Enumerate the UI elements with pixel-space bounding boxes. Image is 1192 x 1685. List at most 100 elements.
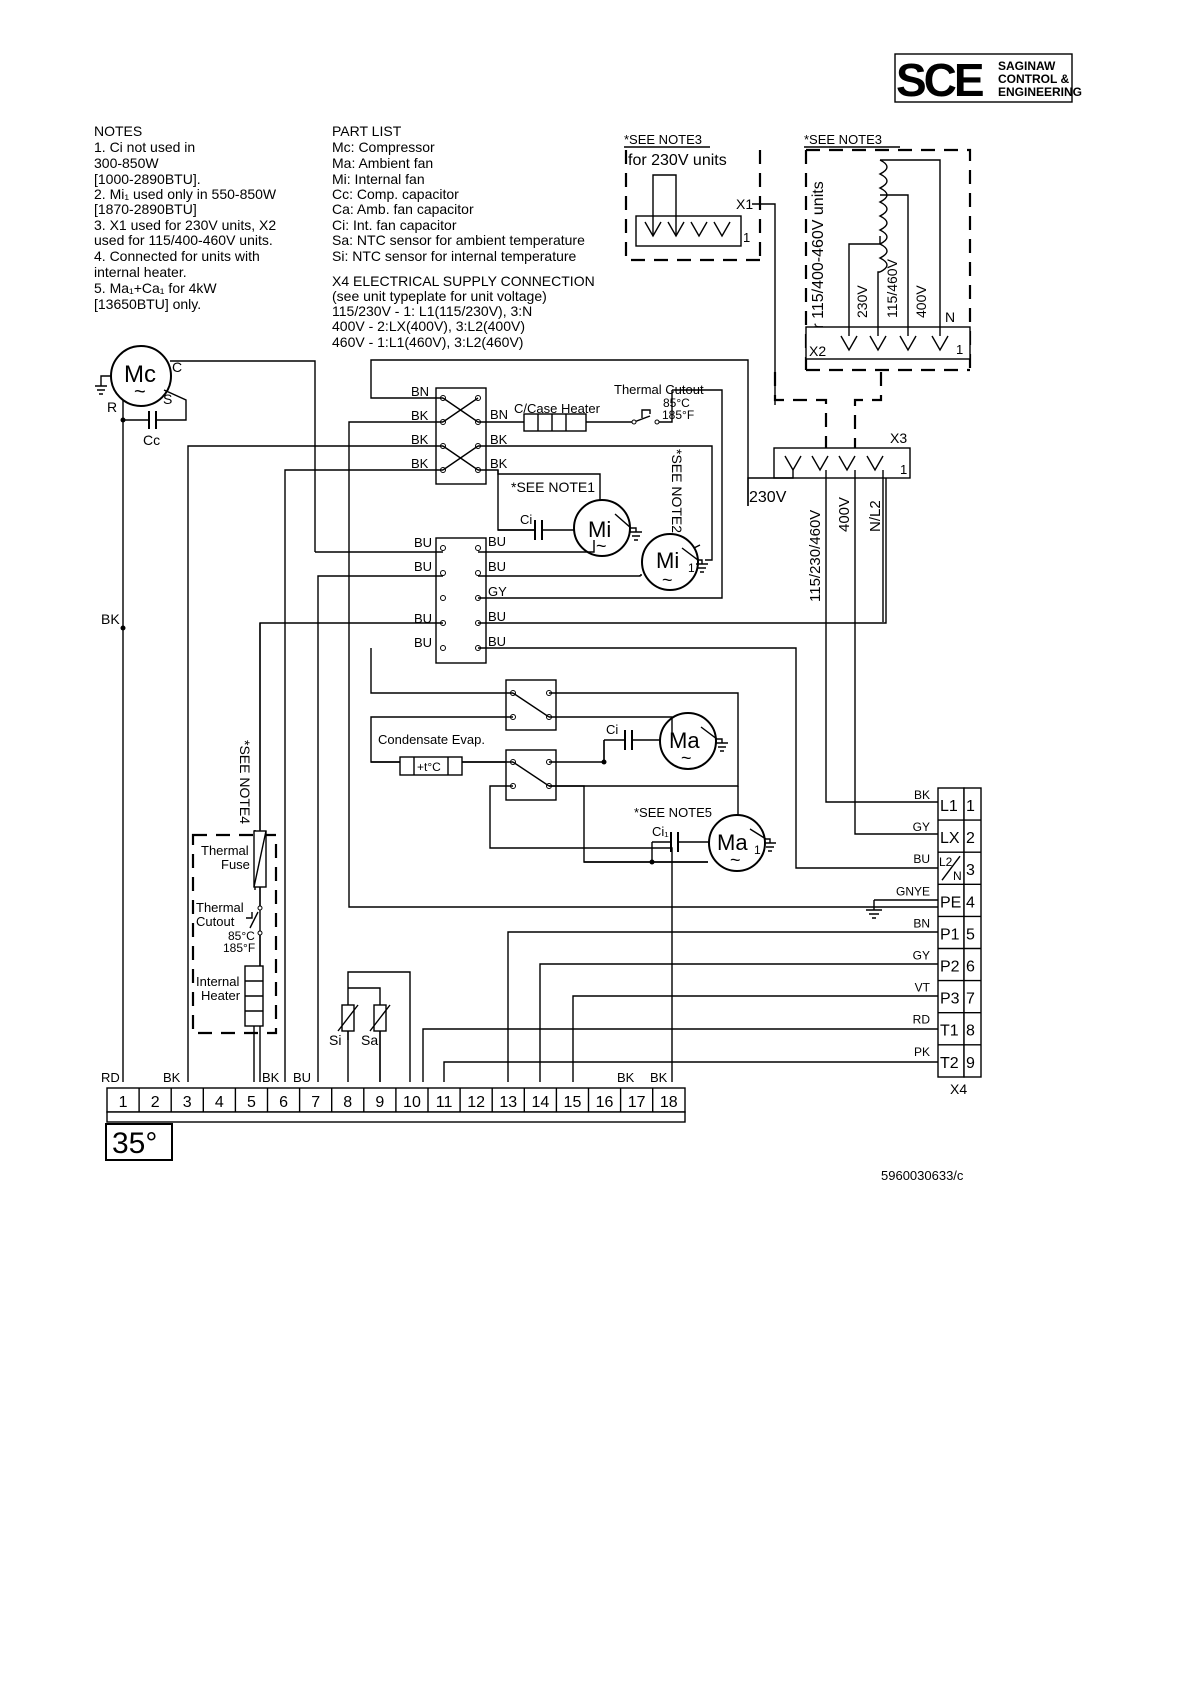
terminal-number: 8 (343, 1094, 352, 1111)
part-line: Si: NTC sensor for internal temperature (332, 248, 577, 264)
relay2-left-wire: BU (414, 559, 432, 574)
x1-note: *SEE NOTE3 (624, 132, 702, 147)
x1-title: for 230V units (628, 152, 727, 169)
x4-wire-color: PK (914, 1045, 930, 1059)
note-line: internal heater. (94, 264, 187, 280)
terminal-number: 13 (499, 1094, 517, 1111)
note-line: used for 115/400-460V units. (94, 232, 273, 248)
supply-connection: X4 ELECTRICAL SUPPLY CONNECTION (see uni… (332, 273, 595, 350)
x4-name: P3 (940, 991, 960, 1008)
x3-block: X3 1 230V 115/230/460V 400V N/L2 (747, 430, 911, 602)
cutout-label-1: Thermal (196, 900, 244, 915)
terminal-number: 3 (183, 1094, 192, 1111)
mc-terminal-c: C (172, 359, 182, 375)
x2-tap-230: 230V (854, 285, 870, 318)
setpoint-value: 35° (112, 1127, 157, 1160)
crankcase-heater: C/Case Heater (478, 401, 651, 432)
terminal-number: 14 (531, 1094, 549, 1111)
mc-capacitor-label: Cc (143, 432, 160, 448)
supply-line: 115/230V - 1: L1(115/230V), 3:N (332, 303, 532, 319)
x3-tap-400: 400V (836, 497, 853, 532)
cutout-label: Thermal Cutout (614, 382, 704, 397)
heater-label-1: Internal (196, 974, 239, 989)
x2-tap-115-460: 115/460V (884, 258, 900, 318)
relay1-left-wire: BN (411, 384, 429, 399)
terminal-wire: BU (293, 1070, 311, 1085)
x4-wire-color: GY (913, 820, 930, 834)
part-line: Mi: Internal fan (332, 171, 425, 187)
relay-block-4 (505, 749, 557, 801)
part-line: Mc: Compressor (332, 139, 435, 155)
cutout-temp-c: 85°C (228, 929, 255, 943)
relay2-left-wire: BU (414, 611, 432, 626)
x4-wire-color: BK (914, 788, 930, 802)
x3-230v: 230V (749, 489, 787, 506)
x4-number: 8 (966, 1023, 975, 1040)
relay1-left-wire: BK (411, 408, 429, 423)
mi-tilde: ~ (596, 536, 607, 556)
x4-name: T2 (940, 1055, 959, 1072)
heater-label: C/Case Heater (514, 401, 601, 416)
logo-line-3: ENGINEERING (998, 85, 1082, 99)
compressor-mc: Mc ~ C R S Cc (95, 345, 316, 1082)
x2-tap-400: 400V (913, 285, 929, 318)
ma1-sub: 1 (754, 843, 761, 857)
note-line: 4. Connected for units with (94, 248, 260, 264)
x3-label: X3 (890, 430, 907, 446)
supply-line: 400V - 2:LX(400V), 3:L2(400V) (332, 318, 525, 334)
x4-slash (941, 855, 961, 881)
x2-label: X2 (809, 343, 826, 359)
terminal-number: 18 (660, 1094, 678, 1111)
x2-terminal (805, 326, 971, 360)
terminal-number: 7 (311, 1094, 320, 1111)
x4-name: P2 (940, 959, 960, 976)
part-line: Sa: NTC sensor for ambient temperature (332, 232, 585, 248)
terminal-wire: RD (101, 1070, 120, 1085)
note4-ref: *SEE NOTE4 (237, 740, 253, 824)
x1-block: *SEE NOTE3 for 230V units X1 1 (624, 132, 776, 405)
bk-wire-label: BK (101, 611, 120, 627)
ma-capacitor-label: Ci (606, 722, 618, 737)
note-line: 3. X1 used for 230V units, X2 (94, 217, 276, 233)
mi1-label: Mi (656, 548, 679, 573)
cutout-temp-f: 185°F (223, 941, 255, 955)
x4-number: 5 (966, 926, 975, 943)
x4-name: PE (940, 894, 961, 911)
terminal-wire: BK (617, 1070, 635, 1085)
terminal-number: 15 (564, 1094, 582, 1111)
part-line: Ca: Amb. fan capacitor (332, 201, 474, 217)
part-line: Ci: Int. fan capacitor (332, 217, 457, 233)
terminal-number: 6 (279, 1094, 288, 1111)
x4-number: 2 (966, 830, 975, 847)
mi1-sub: 1 (688, 561, 695, 575)
x3-pin: 1 (900, 462, 907, 477)
relay2-right-wire: BU (488, 534, 506, 549)
notes-block: NOTES 1. Ci not used in 300-850W [1000-2… (94, 123, 277, 312)
terminal-wire: BK (262, 1070, 280, 1085)
cutout-label-2: Cutout (196, 914, 235, 929)
x4-number: 1 (966, 798, 975, 815)
mi-capacitor-label: Ci (520, 512, 532, 527)
x4-name: LX (940, 830, 960, 847)
terminal-wire: BK (650, 1070, 668, 1085)
x2-tap-n: N (945, 309, 955, 325)
terminal-wire: BK (163, 1070, 181, 1085)
ma1-capacitor-label: Ci₁ (652, 824, 669, 839)
x3-dashed-links (773, 372, 883, 450)
relay1-left-wire: BK (411, 432, 429, 447)
internal-heater-box: *SEE NOTE4 Thermal Fuse Thermal Cutout 8… (191, 623, 278, 1082)
part-list: PART LIST Mc: Compressor Ma: Ambient fan… (332, 123, 585, 264)
supply-line: 460V - 1:L1(460V), 3:L2(460V) (332, 334, 523, 350)
mi1-tilde: ~ (662, 570, 673, 590)
logo-line-1: SAGINAW (998, 59, 1056, 73)
x2-title: for 115/400-460V units (810, 181, 827, 342)
x4-wire-color: RD (913, 1013, 931, 1027)
mc-label: Mc (124, 361, 156, 388)
terminal-number: 12 (467, 1094, 485, 1111)
ntc-sensors: Si Sa (329, 971, 411, 1082)
cutout-temp-c: 85°C (663, 396, 690, 410)
x4-number: 6 (966, 959, 975, 976)
